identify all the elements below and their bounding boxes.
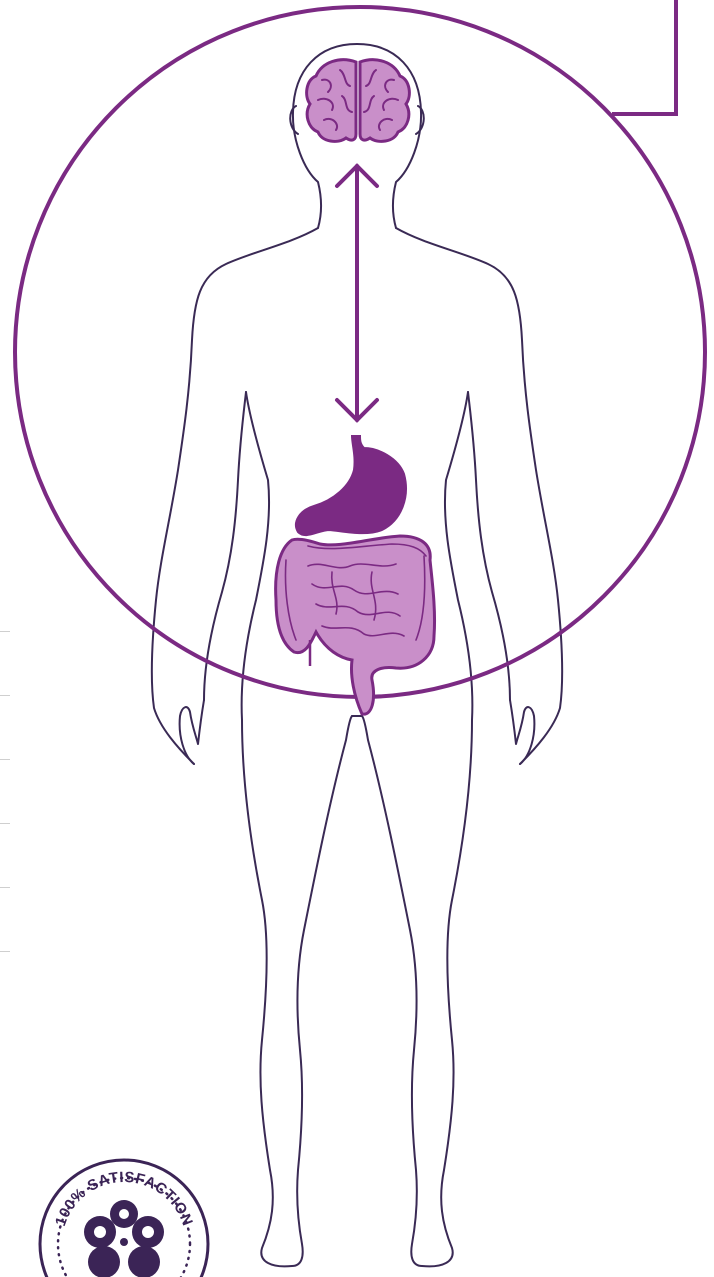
- intestines-icon: [276, 536, 435, 714]
- stomach-icon: [296, 436, 406, 535]
- brain-icon: [307, 60, 410, 142]
- double-arrow-icon: [337, 166, 377, 420]
- corner-bracket: [612, 0, 676, 114]
